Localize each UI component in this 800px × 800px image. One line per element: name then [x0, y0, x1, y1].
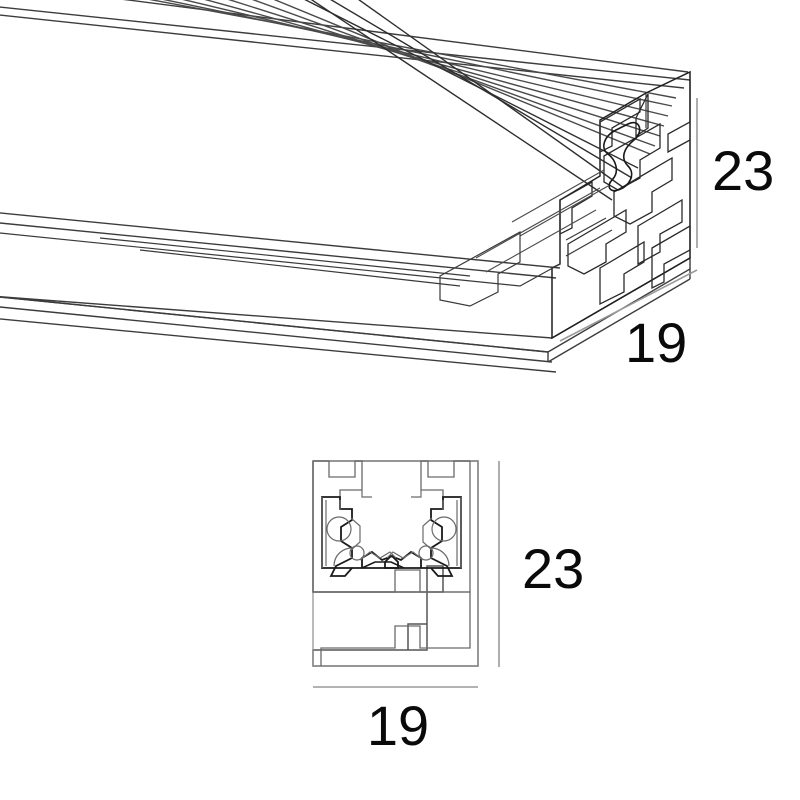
- iso-interior-channels: [304, 0, 639, 201]
- iso-width-dim-line: [559, 269, 698, 342]
- section-width-value: 19: [367, 694, 429, 757]
- iso-cut-interior: [0, 230, 561, 307]
- section-conductor-channel-left: [321, 496, 399, 577]
- section-upper-walls: [312, 461, 471, 593]
- iso-dimension-width: 19: [559, 269, 698, 374]
- section-dimension-height: 23: [498, 461, 584, 667]
- iso-spring-clip: [603, 121, 641, 192]
- iso-dimension-height: 23: [696, 98, 774, 248]
- iso-end-face-steps: [559, 93, 647, 264]
- section-lower-body: [313, 569, 471, 666]
- section-detail-right: [386, 497, 462, 568]
- section-top-notch-right: [420, 460, 470, 500]
- iso-top-face: [0, 0, 691, 89]
- section-conductor-channel-right: [384, 496, 462, 577]
- iso-bottom-plate: [0, 256, 691, 363]
- section-center-notch: [361, 561, 405, 569]
- section-detail-left: [321, 497, 397, 568]
- section-dimension-width: 19: [313, 686, 478, 757]
- iso-height-value: 23: [712, 139, 774, 202]
- iso-end-face-profile: [559, 80, 691, 306]
- isometric-view: [0, 0, 691, 373]
- section-top-notch-left: [313, 460, 363, 500]
- section-channel-mouth: [361, 490, 422, 498]
- iso-end-inner-lines: [475, 169, 609, 273]
- section-height-value: 23: [522, 537, 584, 600]
- section-view: [312, 460, 479, 667]
- iso-width-value: 19: [625, 311, 687, 374]
